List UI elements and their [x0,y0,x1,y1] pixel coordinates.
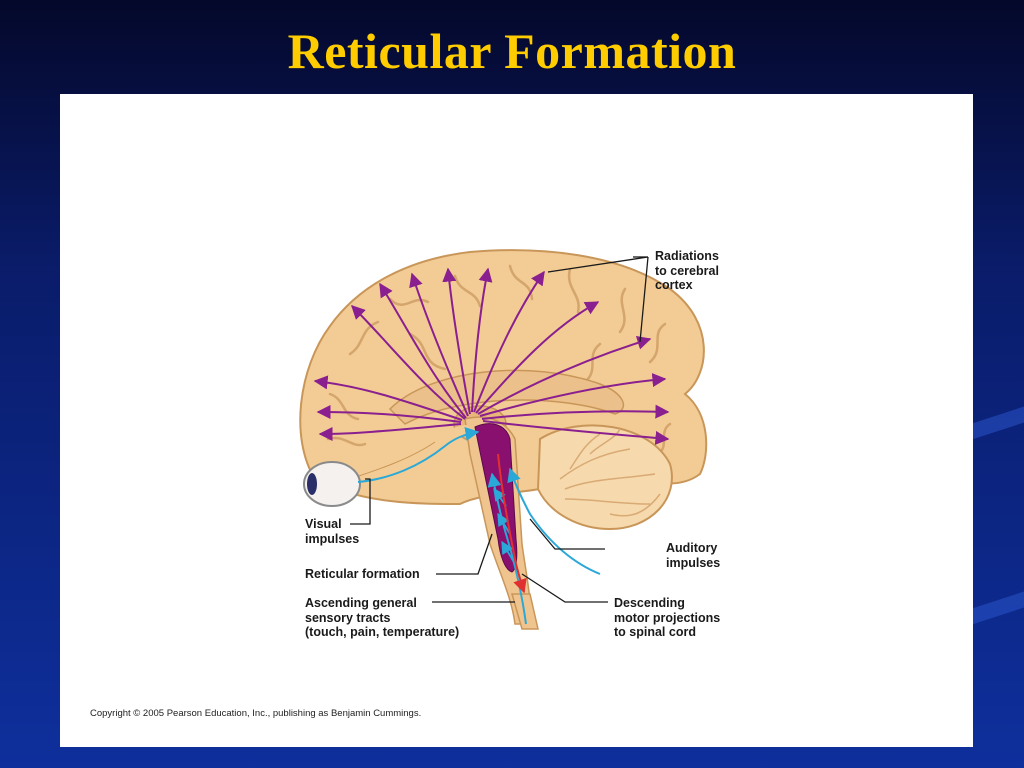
visual-path [357,426,480,483]
brain-diagram [299,249,708,630]
leader-lines [350,256,649,603]
label-auditory-impulses: Auditory impulses [666,541,721,570]
copyright-text: Copyright © 2005 Pearson Education, Inc.… [90,708,422,719]
label-radiations: Radiations to cerebral cortex [655,249,719,292]
cortex-radiations [313,267,670,445]
label-visual-impulses: Visual impulses [305,517,360,546]
eye-pupil [307,473,317,495]
slide-title: Reticular Formation [287,23,737,79]
background-streak [972,591,1024,625]
auditory-path [507,467,601,575]
eye [303,461,361,507]
label-descending-motor: Descending motor projections to spinal c… [614,596,721,639]
descending-motor-path [497,453,527,594]
diagram-panel: Radiations to cerebral cortex Visual imp… [60,94,973,747]
cerebellum-arbor [559,428,661,517]
background-streak [972,406,1024,440]
label-reticular-formation: Reticular formation [305,567,420,581]
label-ascending-tracts: Ascending general sensory tracts (touch,… [305,596,460,639]
